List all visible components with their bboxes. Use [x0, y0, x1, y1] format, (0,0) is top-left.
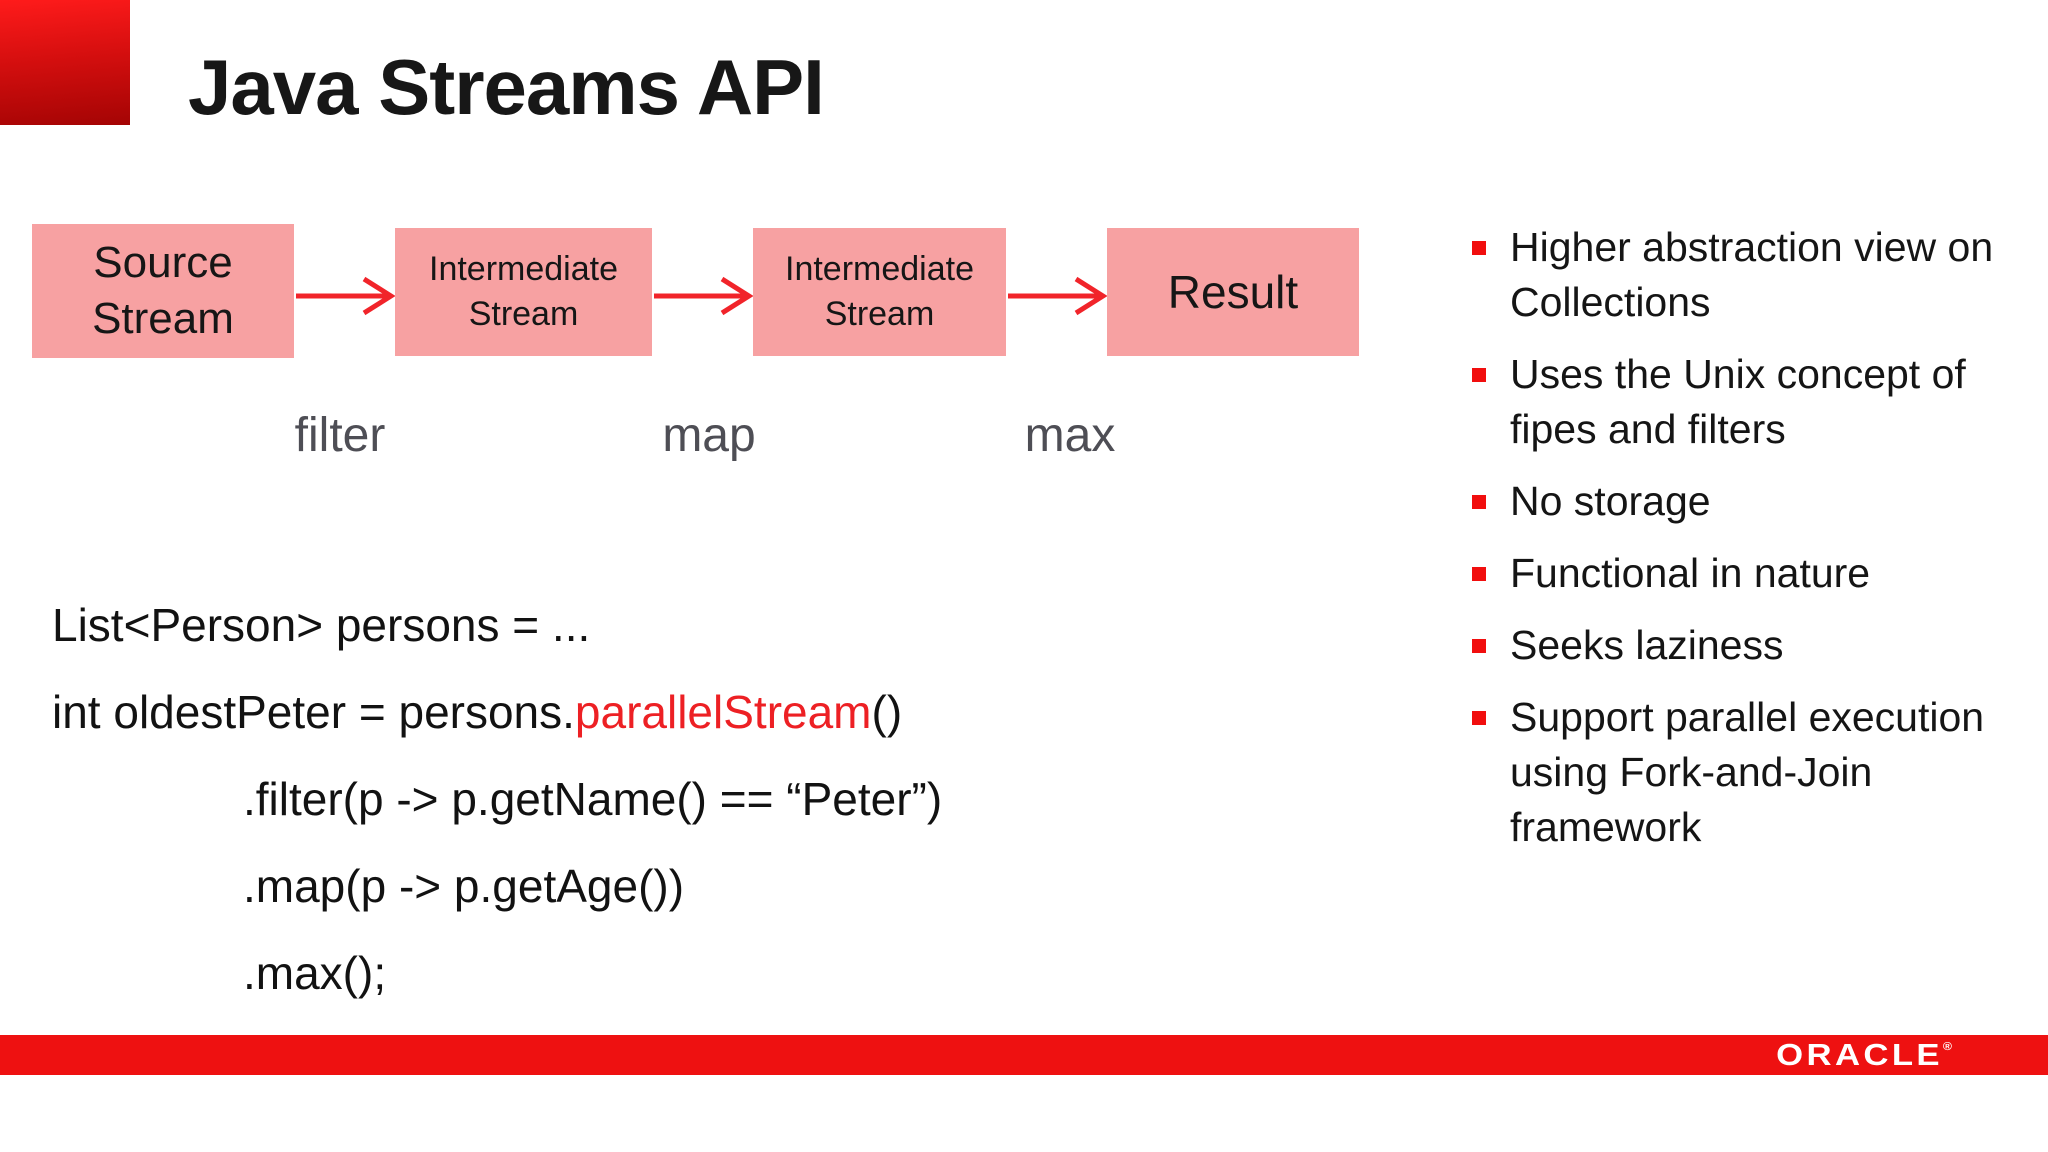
diagram-box-result: Result [1107, 228, 1359, 356]
footer-red-bar: ORACLE® [0, 1035, 2048, 1075]
bullet-text: Higher abstraction view on Collections [1510, 224, 1994, 325]
code-line-filter: .filter(p -> p.getName() == “Peter”) [243, 773, 943, 825]
oracle-red-square-logo [0, 0, 130, 125]
code-line-map: .map(p -> p.getAge()) [243, 860, 685, 912]
oracle-wordmark-logo: ORACLE® [1776, 1037, 1952, 1073]
bullet-text: No storage [1510, 478, 1711, 524]
flow-arrow-icon [1008, 276, 1107, 316]
flow-arrow-icon [654, 276, 753, 316]
bullet-square-icon [1472, 495, 1486, 509]
slide-title: Java Streams API [188, 43, 825, 131]
flow-arrow-icon [296, 276, 395, 316]
list-item: Uses the Unix concept of fipes and filte… [1472, 347, 2048, 457]
diagram-box-intermediate-stream-2: Intermediate Stream [753, 228, 1006, 356]
list-item: Higher abstraction view on Collections [1472, 220, 2048, 330]
code-segment: () [871, 686, 903, 738]
arrow-label-filter: filter [294, 409, 386, 462]
code-line-declaration: List<Person> persons = ... [52, 599, 591, 651]
code-segment-highlighted: parallelStream [574, 686, 872, 738]
code-segment: int oldestPeter = persons. [52, 686, 575, 738]
oracle-brand-text: ORACLE [1776, 1037, 1943, 1072]
diagram-box-source-stream: Source Stream [32, 224, 294, 358]
list-item: No storage [1472, 474, 2048, 529]
list-item: Seeks laziness [1472, 618, 2048, 673]
bullet-text: Support parallel execution using Fork-an… [1510, 694, 1985, 850]
code-sample: List<Person> persons = ... int oldestPet… [52, 582, 942, 1017]
bullet-square-icon [1472, 639, 1486, 653]
bullet-text: Seeks laziness [1510, 622, 1784, 668]
arrow-label-map: map [662, 409, 756, 462]
bullet-square-icon [1472, 711, 1486, 725]
bullet-square-icon [1472, 368, 1486, 382]
registered-trademark-symbol: ® [1942, 1041, 1952, 1053]
bullet-text: Uses the Unix concept of fipes and filte… [1510, 351, 1966, 452]
code-line-max: .max(); [243, 947, 387, 999]
bullet-text: Functional in nature [1510, 550, 1871, 596]
arrow-label-max: max [1024, 409, 1116, 462]
bullet-square-icon [1472, 241, 1486, 255]
feature-bullet-list: Higher abstraction view on Collections U… [1472, 220, 2048, 872]
bullet-square-icon [1472, 567, 1486, 581]
list-item: Functional in nature [1472, 546, 2048, 601]
code-line-parallel-stream: int oldestPeter = persons.parallelStream… [52, 669, 942, 756]
diagram-box-intermediate-stream-1: Intermediate Stream [395, 228, 652, 356]
list-item: Support parallel execution using Fork-an… [1472, 690, 2048, 855]
